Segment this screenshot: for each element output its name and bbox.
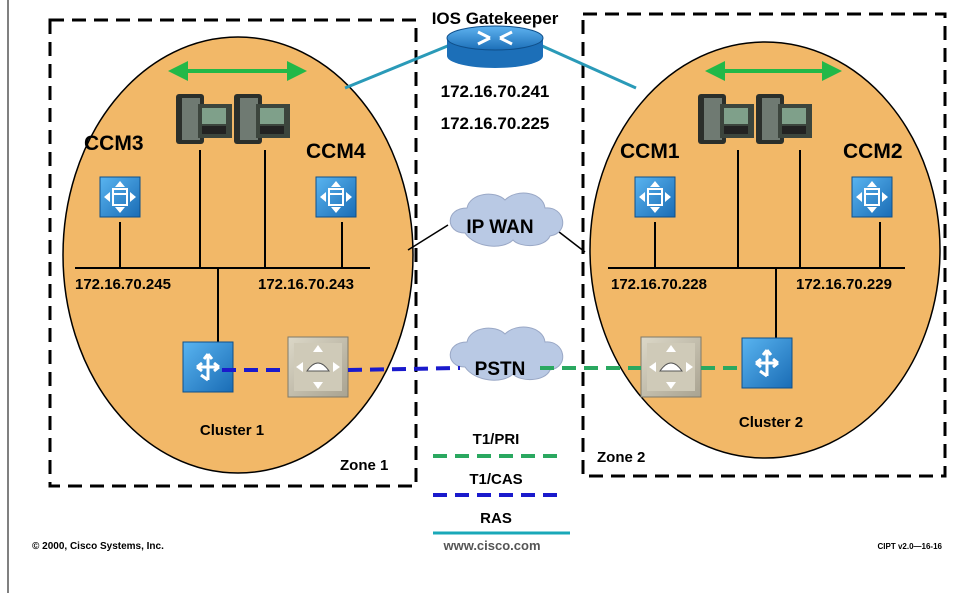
cluster-2-replication-arrow-icon — [705, 61, 842, 81]
legend-t1cas-label: T1/CAS — [469, 471, 522, 488]
cluster-2-name: Cluster 2 — [739, 414, 803, 431]
zone-1-label: Zone 1 — [340, 457, 388, 474]
pstn-label: PSTN — [475, 359, 526, 380]
footer-copyright: © 2000, Cisco Systems, Inc. — [32, 541, 164, 552]
cluster-1-ccm-b-label: CCM4 — [306, 140, 366, 163]
zone-2-box — [581, 12, 947, 478]
cluster-1-t1cas-link-pstn — [347, 366, 461, 372]
cluster-1-lan-lines — [75, 150, 370, 342]
footer-code: CIPT v2.0—16-16 — [878, 542, 943, 551]
cluster-1-l3-switch-icon — [181, 340, 235, 394]
legend-t1pri-label: T1/PRI — [473, 431, 520, 448]
cluster-2-l3-switch-icon — [740, 336, 794, 390]
gatekeeper-ip-2: 172.16.70.225 — [441, 114, 550, 133]
cluster-1-ip-a: 172.16.70.245 — [75, 276, 171, 293]
gatekeeper-router-icon — [446, 25, 544, 68]
cluster-2-voice-switch-left-icon — [634, 176, 676, 218]
cluster-1-ip-b: 172.16.70.243 — [258, 276, 354, 293]
cluster-1-ccm-a-label: CCM3 — [84, 132, 144, 155]
cluster-1-voice-switch-right-icon — [315, 176, 357, 218]
cluster-1-name: Cluster 1 — [200, 422, 264, 439]
footer-site: www.cisco.com — [442, 538, 540, 553]
cluster-1-gateway-icon — [287, 336, 349, 398]
zone-1-box — [48, 18, 418, 488]
ras-link-right — [539, 43, 637, 90]
wan-link-left — [407, 224, 449, 251]
cluster-2-voice-switch-right-icon — [851, 176, 893, 218]
cluster-2-ccm-b-label: CCM2 — [843, 140, 903, 163]
ras-link-left — [344, 43, 451, 90]
cluster-2-ccm-a-label: CCM1 — [620, 140, 680, 163]
gatekeeper-title: IOS Gatekeeper — [432, 9, 559, 28]
gatekeeper-ip-1: 172.16.70.241 — [441, 82, 550, 101]
cluster-2-lan-lines — [608, 150, 905, 338]
cluster-2-gateway-icon — [640, 336, 702, 398]
zone-2-label: Zone 2 — [597, 449, 645, 466]
cluster-1-replication-arrow-icon — [168, 61, 307, 81]
ip-wan-label: IP WAN — [466, 217, 533, 238]
cluster-2-ip-a: 172.16.70.228 — [611, 276, 707, 293]
legend-ras-label: RAS — [480, 510, 512, 527]
cluster-1-voice-switch-left-icon — [99, 176, 141, 218]
cluster-2-ip-b: 172.16.70.229 — [796, 276, 892, 293]
